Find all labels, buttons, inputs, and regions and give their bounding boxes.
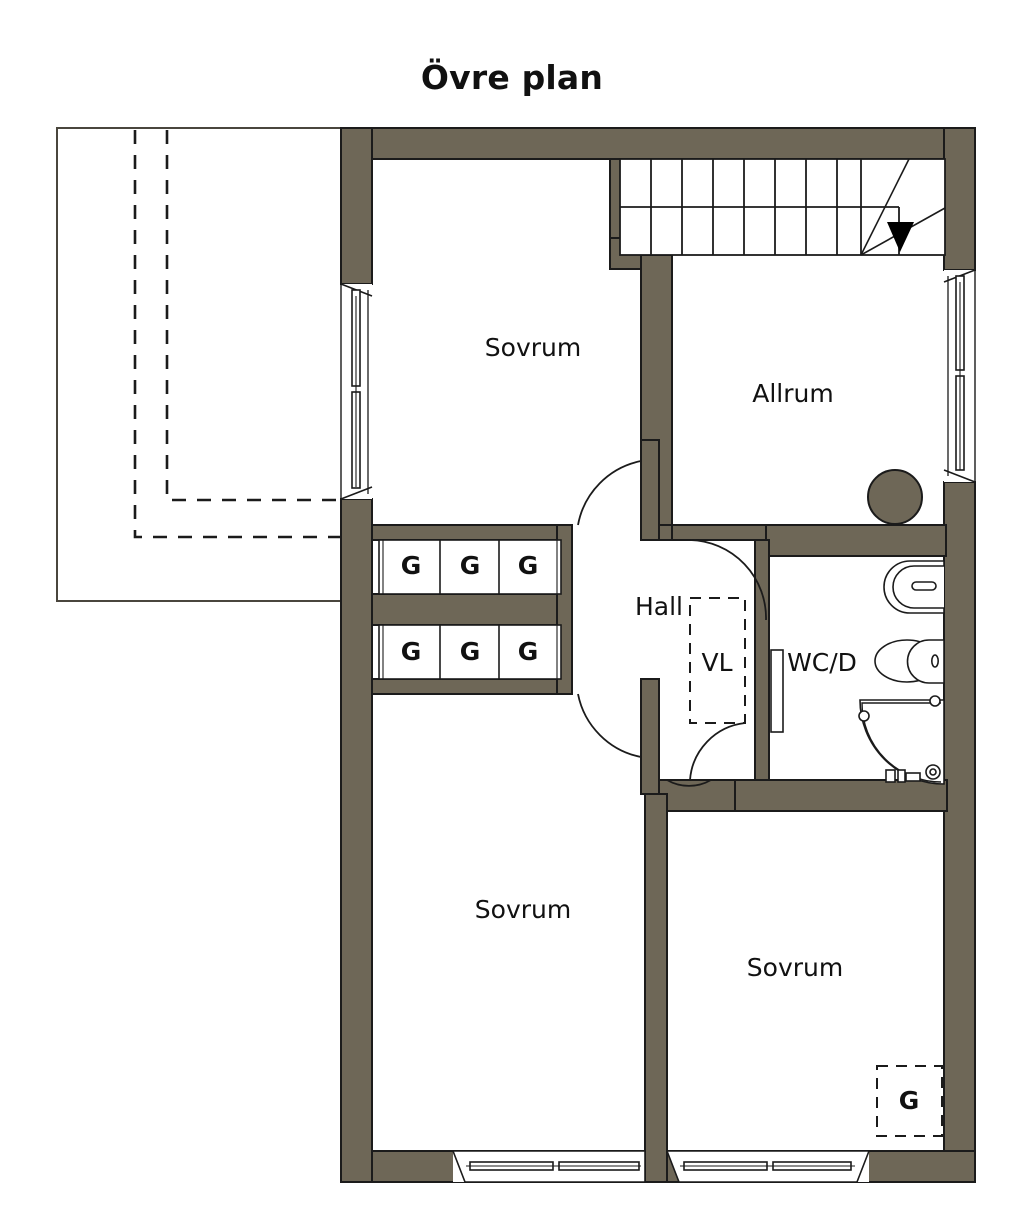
door-vl [689, 722, 746, 781]
shower-icon [858, 695, 945, 785]
door-wc-d [672, 539, 767, 621]
closet-label-lower-2: G [460, 637, 481, 666]
stair-down-arrow-icon [887, 222, 914, 252]
room-label-sovrum-bottom-right: Sovrum [747, 953, 843, 982]
sink-icon [883, 560, 945, 614]
window-sovrum-bottom-right [666, 1150, 870, 1183]
closet-bank-lower [378, 624, 562, 680]
room-label-allrum: Allrum [752, 379, 833, 408]
vl-door-jamb [770, 649, 784, 733]
closet-label-lower-3: G [518, 637, 539, 666]
room-label-sovrum-bottom-left: Sovrum [475, 895, 571, 924]
column-icon [867, 469, 923, 525]
terrace-outline [56, 127, 346, 602]
closet-label-upper-3: G [518, 551, 539, 580]
closet-label-lower-1: G [401, 637, 422, 666]
closet-bank-upper [378, 539, 562, 595]
room-label-wc-d: WC/D [787, 648, 857, 677]
closet-label-upper-1: G [401, 551, 422, 580]
walls [340, 127, 976, 1183]
page-title: Övre plan [420, 58, 604, 97]
window-sovrum-top-left [340, 283, 373, 500]
toilet-icon [874, 639, 945, 684]
roof-overhang-outline [133, 130, 345, 539]
staircase [619, 158, 946, 256]
window-sovrum-bottom-left [452, 1150, 646, 1183]
door-sovrum-top-left [577, 440, 642, 526]
closet-label-corner: G [899, 1086, 920, 1115]
window-allrum [943, 269, 976, 483]
door-sovrum-bottom-left [577, 693, 642, 780]
closet-label-upper-2: G [460, 551, 481, 580]
vl-dashed-outline [689, 597, 746, 724]
room-label-hall: Hall [635, 592, 683, 621]
room-label-sovrum-top-left: Sovrum [485, 333, 581, 362]
closet-corner-bottom-right [876, 1065, 943, 1137]
room-label-vl: VL [701, 648, 732, 677]
door-sovrum-bottom-right [666, 779, 735, 787]
